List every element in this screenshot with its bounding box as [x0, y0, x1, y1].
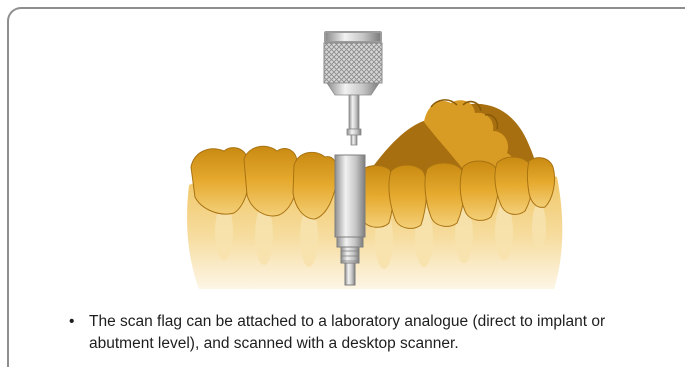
bullet-marker: • [69, 311, 74, 333]
caption: • The scan flag can be attached to a lab… [69, 311, 669, 355]
dental-model-illustration [169, 27, 569, 295]
scan-flag [324, 31, 382, 145]
caption-text: The scan flag can be attached to a labor… [89, 311, 669, 355]
content-panel: • The scan flag can be attached to a lab… [7, 7, 685, 367]
